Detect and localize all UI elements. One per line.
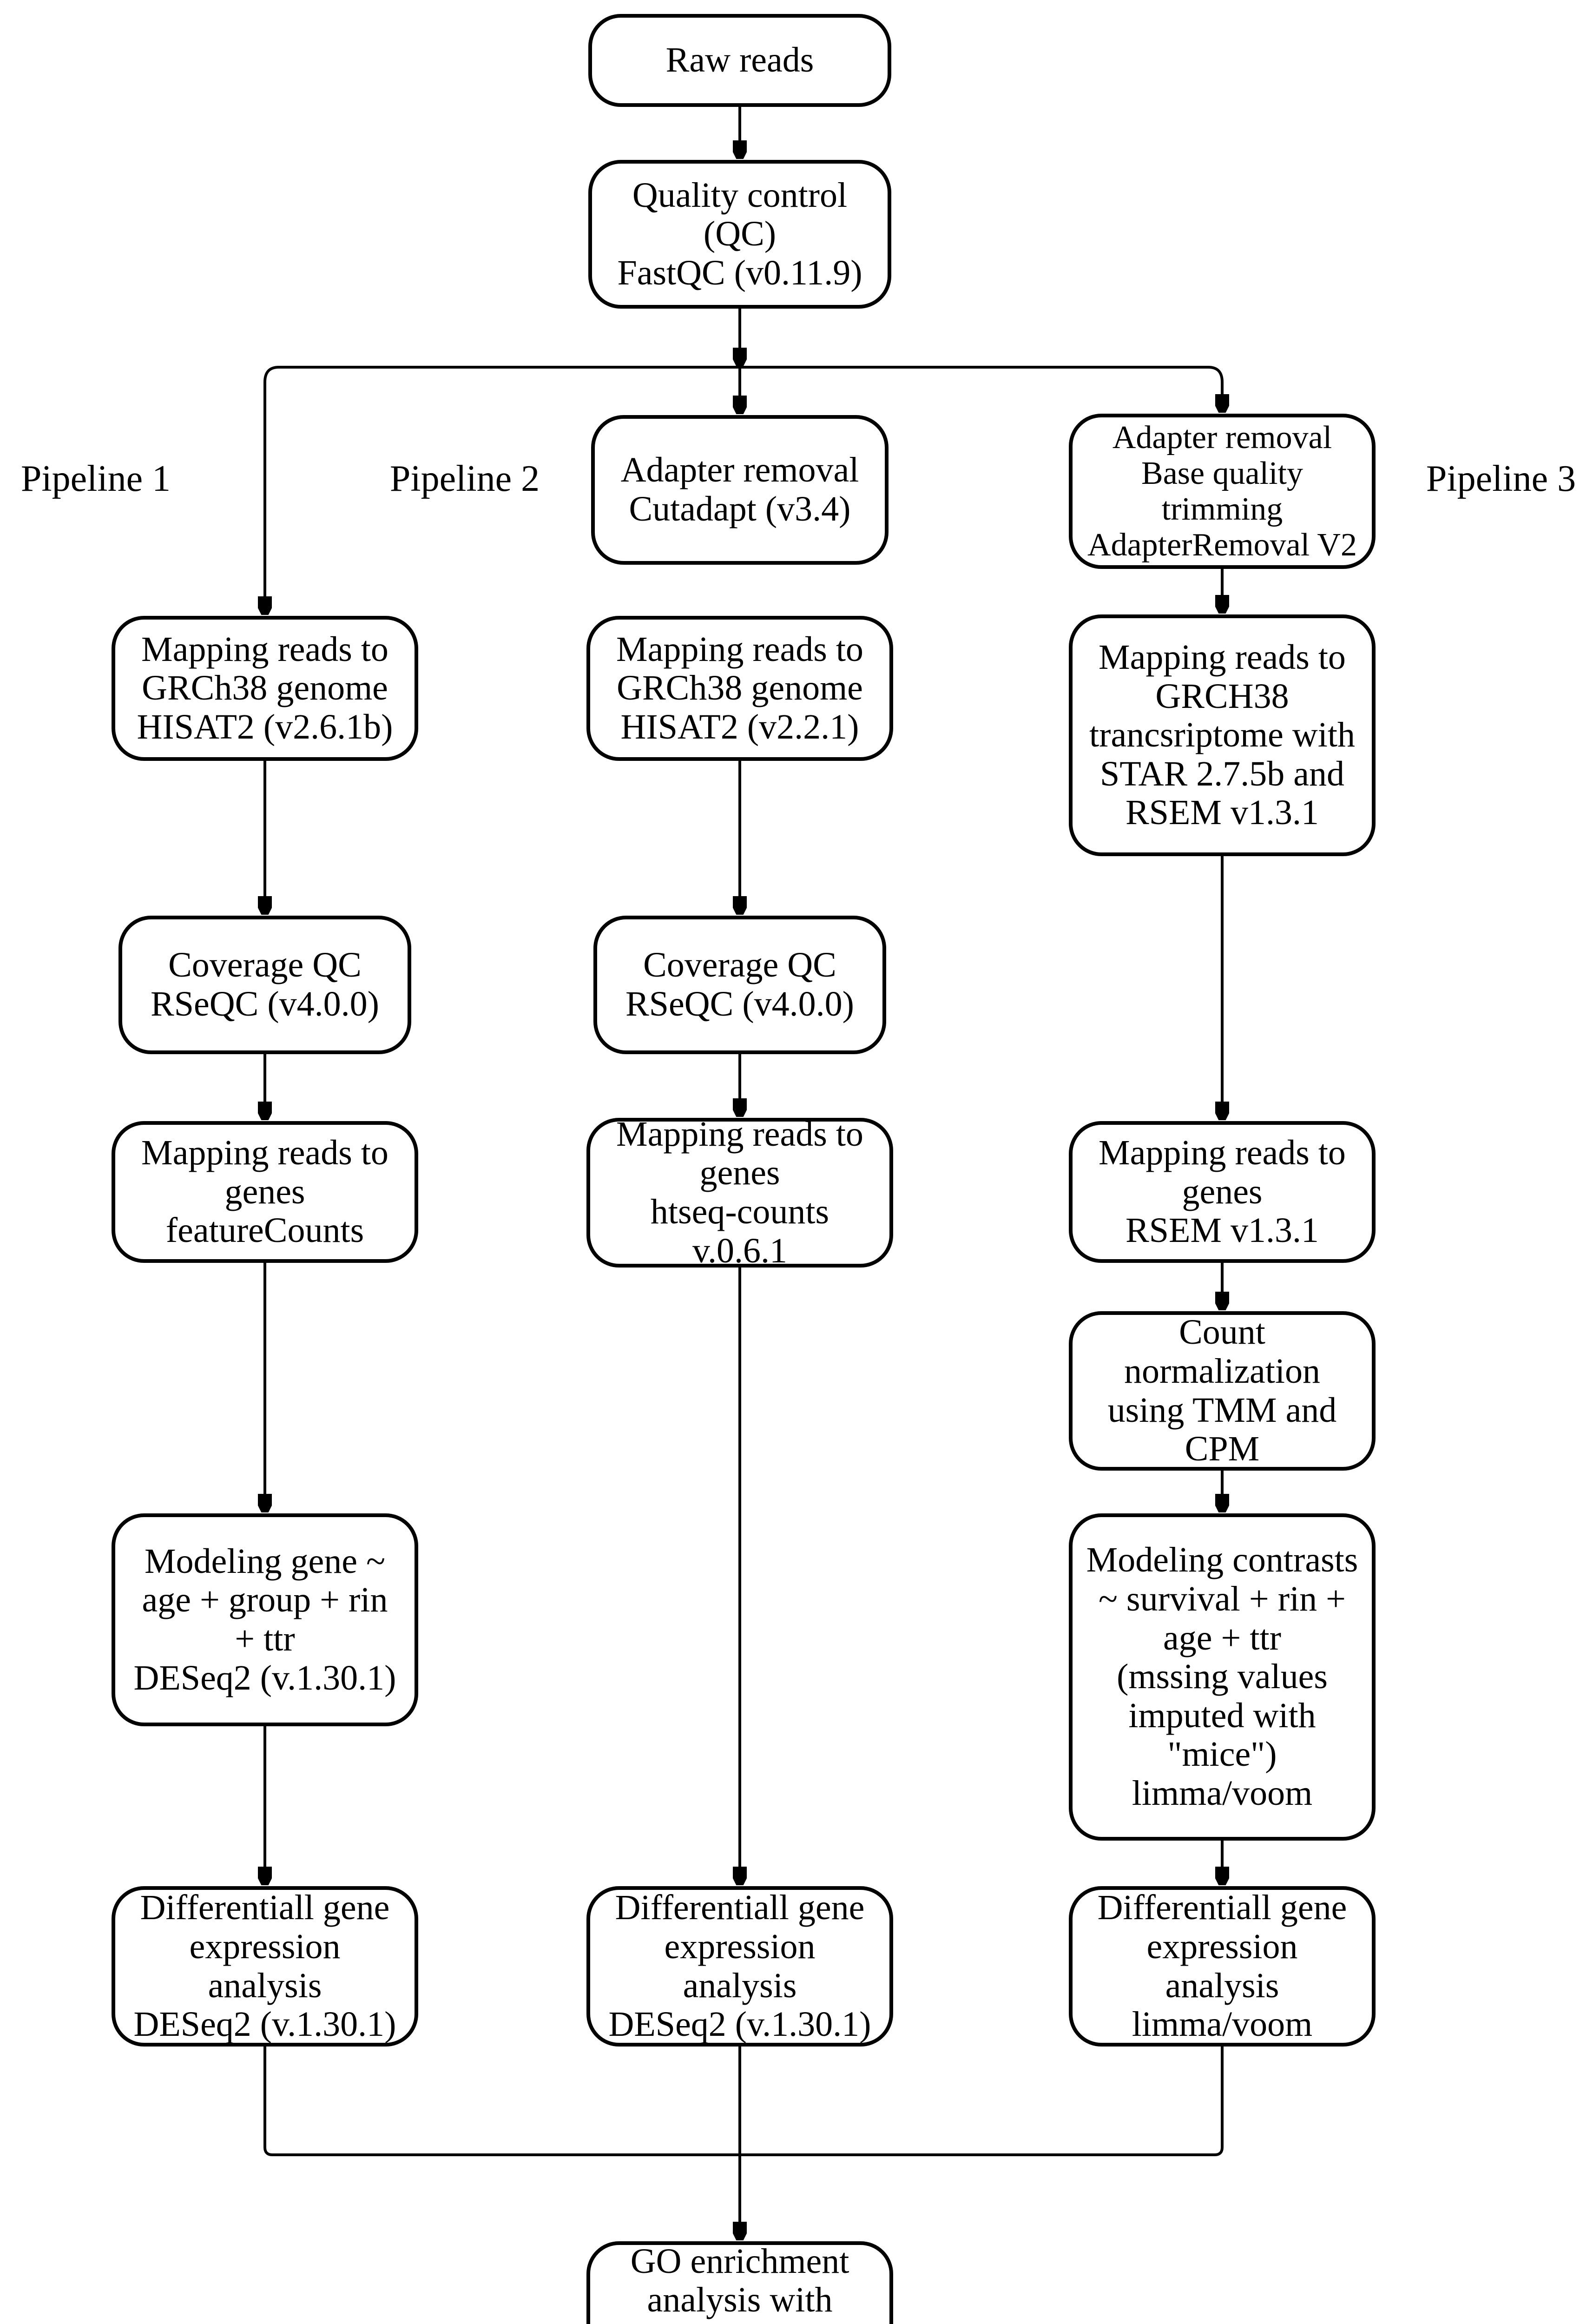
node-adapter-removal-cutadapt: Adapter removal Cutadapt (v3.4) <box>591 415 889 565</box>
node-p2-dge: Differentiall gene expression analysis D… <box>586 1886 893 2047</box>
node-p1-mapping-genes: Mapping reads to genes featureCounts <box>112 1121 418 1263</box>
node-p3-dge: Differentiall gene expression analysis l… <box>1069 1886 1376 2047</box>
pipeline-1-label: Pipeline 1 <box>20 458 171 499</box>
pipeline-3-label: Pipeline 3 <box>1426 458 1576 499</box>
node-p2-coverage-qc: Coverage QC RSeQC (v4.0.0) <box>593 916 886 1054</box>
node-adapter-removal-v2: Adapter removal Base quality trimming Ad… <box>1069 414 1376 569</box>
node-p3-mapping-transcriptome: Mapping reads to GRCH38 trancsriptome wi… <box>1069 614 1376 856</box>
node-p2-mapping-genes: Mapping reads to genes htseq-counts v.0.… <box>586 1115 893 1270</box>
node-p2-mapping-genome: Mapping reads to GRCh38 genome HISAT2 (v… <box>586 616 893 761</box>
node-p1-mapping-genome: Mapping reads to GRCh38 genome HISAT2 (v… <box>112 616 418 761</box>
merge-bar <box>263 2047 1224 2156</box>
node-go-enrichment: GO enrichment analysis with visualizatio… <box>586 2241 893 2324</box>
split-bar <box>263 366 1224 383</box>
node-quality-control: Quality control (QC) FastQC (v0.11.9) <box>588 160 891 309</box>
node-p1-dge: Differentiall gene expression analysis D… <box>112 1886 418 2047</box>
node-p1-coverage-qc: Coverage QC RSeQC (v4.0.0) <box>118 916 411 1054</box>
pipeline-2-label: Pipeline 2 <box>389 458 540 499</box>
node-raw-reads: Raw reads <box>588 14 891 107</box>
node-p3-mapping-genes: Mapping reads to genes RSEM v1.3.1 <box>1069 1121 1376 1263</box>
node-p3-modeling: Modeling contrasts ~ survival + rin + ag… <box>1069 1513 1376 1841</box>
node-p1-modeling: Modeling gene ~ age + group + rin + ttr … <box>112 1513 418 1726</box>
node-p3-count-normalization: Count normalization using TMM and CPM <box>1069 1311 1376 1471</box>
